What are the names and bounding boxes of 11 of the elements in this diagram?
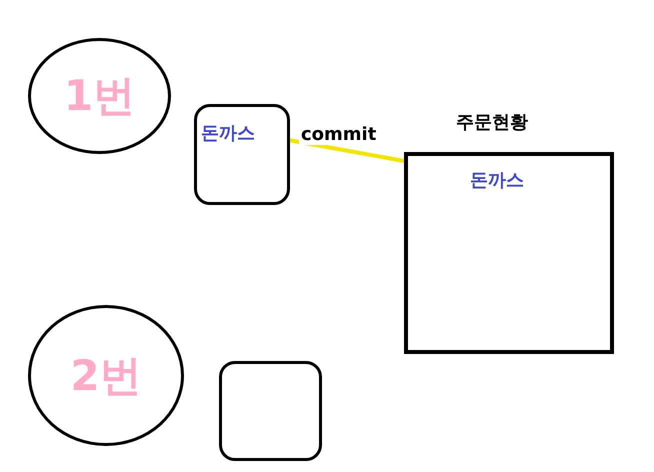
edge-label: commit	[299, 124, 378, 145]
circle	[28, 305, 184, 446]
circle	[28, 38, 171, 154]
number-label: 1번	[64, 70, 136, 122]
number-label: 2번	[70, 350, 142, 402]
menu-text: 돈까스	[201, 122, 255, 145]
rounded-box	[194, 104, 290, 205]
heading: 주문현황	[456, 111, 528, 134]
menu-text: 돈까스	[470, 169, 524, 192]
connector-line	[288, 138, 404, 163]
rounded-box	[219, 361, 322, 461]
